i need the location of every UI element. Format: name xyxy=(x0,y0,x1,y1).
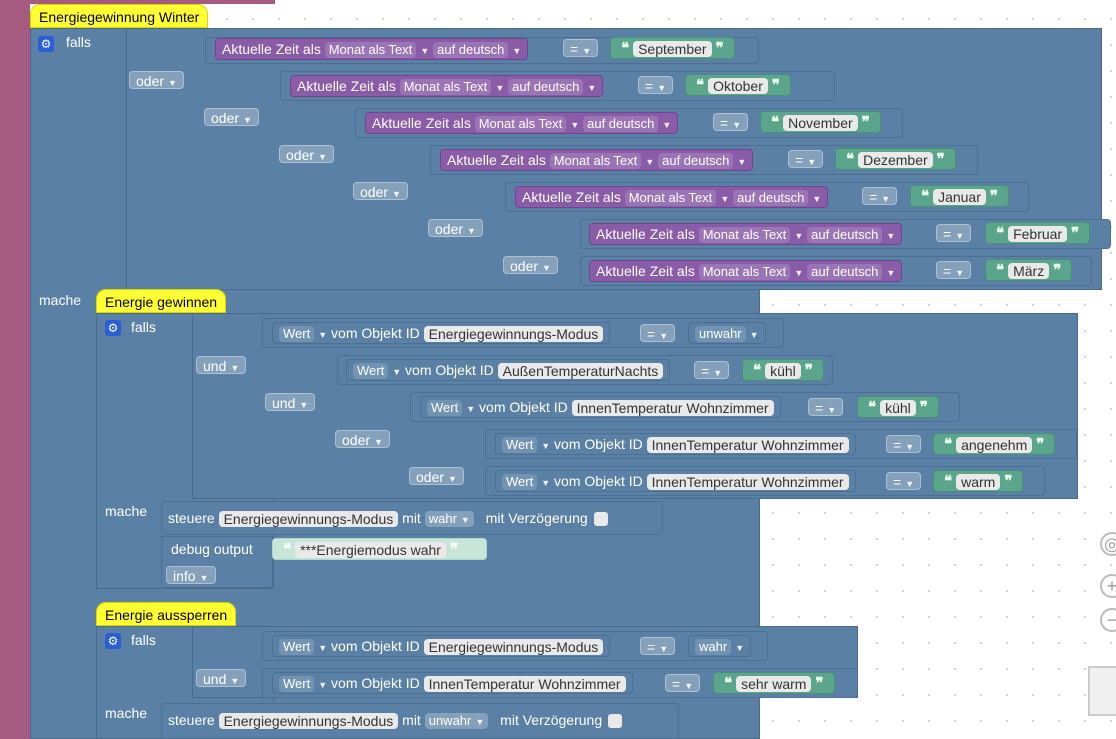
time-block[interactable]: Aktuelle Zeit als Monat als Text▼ auf de… xyxy=(440,149,754,171)
und-dropdown[interactable]: und▼ xyxy=(196,669,247,687)
oder-dropdown[interactable]: oder▼ xyxy=(428,219,483,237)
gear-icon[interactable]: ⚙ xyxy=(105,633,121,649)
value-block[interactable]: Wert▼ vom Objekt ID AußenTemperaturNacht… xyxy=(346,359,671,381)
text-literal[interactable]: ❝Dezember❞ xyxy=(835,148,956,170)
value-block[interactable]: Wert▼ vom Objekt ID Energiegewinnungs-Mo… xyxy=(272,635,611,657)
equals-dropdown[interactable]: =▼ xyxy=(638,76,674,94)
equals-dropdown[interactable]: =▼ xyxy=(713,113,749,131)
oder-dropdown[interactable]: oder▼ xyxy=(204,108,259,126)
oder-dropdown[interactable]: oder▼ xyxy=(503,256,558,274)
value-block[interactable]: Wert▼ vom Objekt ID InnenTemperatur Wohn… xyxy=(495,433,856,455)
log-level-dropdown[interactable]: info▼ xyxy=(166,566,216,584)
value-block[interactable]: Wert▼ vom Objekt ID Energiegewinnungs-Mo… xyxy=(272,322,611,344)
hat-winter[interactable]: Energiegewinnung Winter xyxy=(30,4,209,28)
equals-dropdown[interactable]: =▼ xyxy=(808,398,844,416)
oder-dropdown[interactable]: oder▼ xyxy=(279,145,334,163)
und-dropdown[interactable]: und▼ xyxy=(196,356,247,374)
falls-label: falls xyxy=(131,319,156,335)
debug-output-block[interactable] xyxy=(161,536,273,588)
equals-dropdown[interactable]: =▼ xyxy=(694,361,730,379)
text-literal[interactable]: ❝angenehm❞ xyxy=(933,433,1056,455)
mache-label: mache xyxy=(105,503,148,519)
equals-dropdown[interactable]: =▼ xyxy=(788,150,824,168)
oder-dropdown[interactable]: oder▼ xyxy=(335,430,390,448)
time-block[interactable]: Aktuelle Zeit als Monat als Text▼ auf de… xyxy=(515,186,829,208)
time-block[interactable]: Aktuelle Zeit als Monat als Text▼ auf de… xyxy=(290,75,604,97)
equals-dropdown[interactable]: =▼ xyxy=(886,472,922,490)
bool-block[interactable]: wahr▼ xyxy=(688,635,752,657)
value-block[interactable]: Wert▼ vom Objekt ID InnenTemperatur Wohn… xyxy=(495,470,856,492)
oder-dropdown[interactable]: oder▼ xyxy=(129,71,184,89)
equals-dropdown[interactable]: =▼ xyxy=(665,674,701,692)
set-state-block[interactable]: steuere Energiegewinnungs-Modus mit unwa… xyxy=(161,703,679,739)
falls-label: falls xyxy=(131,632,156,648)
hat-energie-aussperren[interactable]: Energie aussperren xyxy=(96,602,237,626)
debug-label: debug output xyxy=(171,541,253,557)
bool-block[interactable]: unwahr▼ xyxy=(688,322,766,344)
set-state-block[interactable]: steuere Energiegewinnungs-Modus mit wahr… xyxy=(161,501,663,535)
delay-checkbox[interactable] xyxy=(608,714,623,729)
equals-dropdown[interactable]: =▼ xyxy=(640,637,676,655)
zoom-in-icon[interactable]: + xyxy=(1100,574,1116,598)
equals-dropdown[interactable]: =▼ xyxy=(936,224,972,242)
text-literal[interactable]: ❝März❞ xyxy=(985,259,1073,281)
gear-icon[interactable]: ⚙ xyxy=(38,36,54,52)
debug-text-literal[interactable]: ❝***Energiemodus wahr❞ xyxy=(272,538,487,560)
text-literal[interactable]: ❝November❞ xyxy=(760,111,881,133)
function-rail-top xyxy=(30,0,275,4)
center-icon[interactable]: ◎ xyxy=(1100,532,1116,556)
text-literal[interactable]: ❝kühl❞ xyxy=(857,396,939,418)
time-block[interactable]: Aktuelle Zeit als Monat als Text▼ auf de… xyxy=(589,260,903,282)
zoom-out-icon[interactable]: − xyxy=(1100,608,1116,632)
equals-dropdown[interactable]: =▼ xyxy=(936,261,972,279)
gear-icon[interactable]: ⚙ xyxy=(105,320,121,336)
text-literal[interactable]: ❝Oktober❞ xyxy=(685,74,791,96)
und-dropdown[interactable]: und▼ xyxy=(265,393,316,411)
text-literal[interactable]: ❝September❞ xyxy=(610,37,735,59)
mache-label: mache xyxy=(39,292,82,308)
mache-label: mache xyxy=(105,705,148,721)
time-block[interactable]: Aktuelle Zeit als Monat als Text▼ auf de… xyxy=(589,223,903,245)
falls-label: falls xyxy=(66,34,91,50)
equals-dropdown[interactable]: =▼ xyxy=(640,324,676,342)
time-block[interactable]: Aktuelle Zeit als Monat als Text▼ auf de… xyxy=(215,38,529,60)
text-literal[interactable]: ❝Januar❞ xyxy=(910,185,1009,207)
text-literal[interactable]: ❝warm❞ xyxy=(933,470,1024,492)
value-block[interactable]: Wert▼ vom Objekt ID InnenTemperatur Wohn… xyxy=(420,396,781,418)
text-literal[interactable]: ❝sehr warm❞ xyxy=(713,672,835,694)
text-literal[interactable]: ❝kühl❞ xyxy=(742,359,824,381)
oder-dropdown[interactable]: oder▼ xyxy=(353,182,408,200)
trash-icon[interactable] xyxy=(1088,666,1116,716)
oder-dropdown[interactable]: oder▼ xyxy=(409,467,464,485)
value-block[interactable]: Wert▼ vom Objekt ID InnenTemperatur Wohn… xyxy=(272,672,633,694)
time-block[interactable]: Aktuelle Zeit als Monat als Text▼ auf de… xyxy=(365,112,679,134)
delay-checkbox[interactable] xyxy=(593,512,608,527)
equals-dropdown[interactable]: =▼ xyxy=(862,187,898,205)
text-literal[interactable]: ❝Februar❞ xyxy=(985,222,1091,244)
equals-dropdown[interactable]: =▼ xyxy=(563,39,599,57)
hat-energie-gewinnen[interactable]: Energie gewinnen xyxy=(96,289,227,313)
function-rail xyxy=(0,0,30,739)
equals-dropdown[interactable]: =▼ xyxy=(886,435,922,453)
